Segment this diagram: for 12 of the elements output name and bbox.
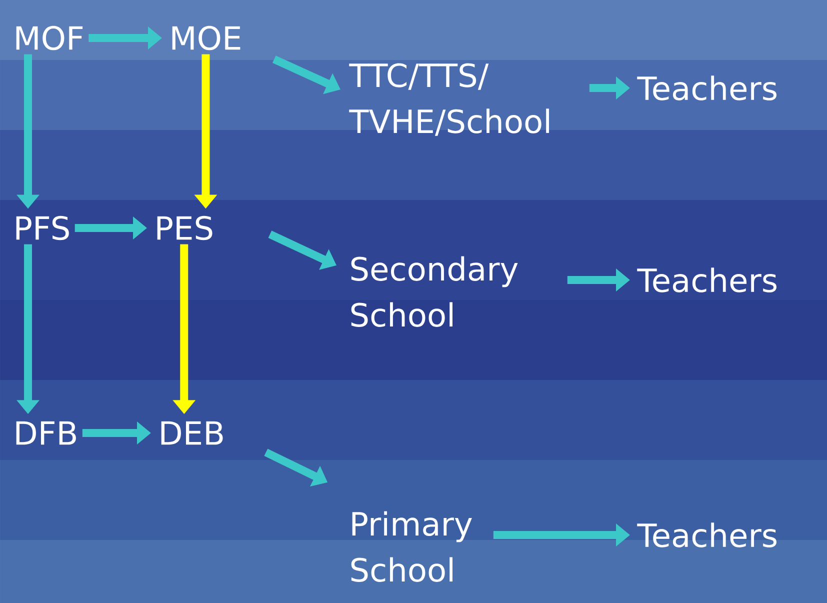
node-label: MOF — [16, 26, 83, 50]
node-label: MOE — [172, 26, 240, 50]
node-label: Teachers — [637, 76, 776, 100]
node-label: PES — [157, 216, 212, 240]
node-label: TTC/TTS/ TVHE/School — [349, 63, 549, 136]
node-label: DEB — [161, 421, 223, 445]
node-label: Secondary School — [351, 256, 518, 327]
node-label: Teachers — [637, 522, 776, 548]
node-label: Teachers — [637, 268, 776, 292]
node-label: PFS — [16, 216, 69, 240]
node-label: DFB — [16, 421, 76, 445]
node-label: Primary School — [351, 511, 472, 582]
